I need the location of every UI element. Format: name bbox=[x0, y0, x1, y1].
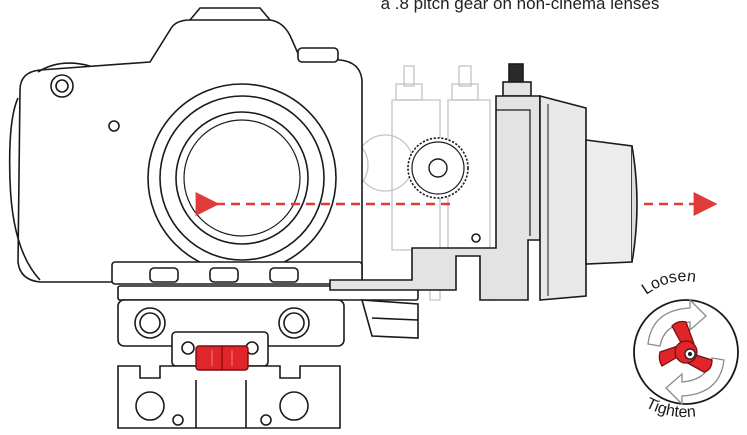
follow-focus-icon bbox=[329, 63, 638, 301]
camera-icon bbox=[8, 7, 363, 285]
thumb-knob-icon bbox=[633, 298, 739, 406]
clamp-lever bbox=[195, 345, 249, 371]
rod-clamp-icon bbox=[117, 285, 419, 429]
caption: a .8 pitch gear on non-cinema lenses bbox=[380, 0, 660, 13]
loosen-label: Loosen bbox=[639, 268, 697, 298]
drive-gear-icon bbox=[407, 137, 469, 199]
